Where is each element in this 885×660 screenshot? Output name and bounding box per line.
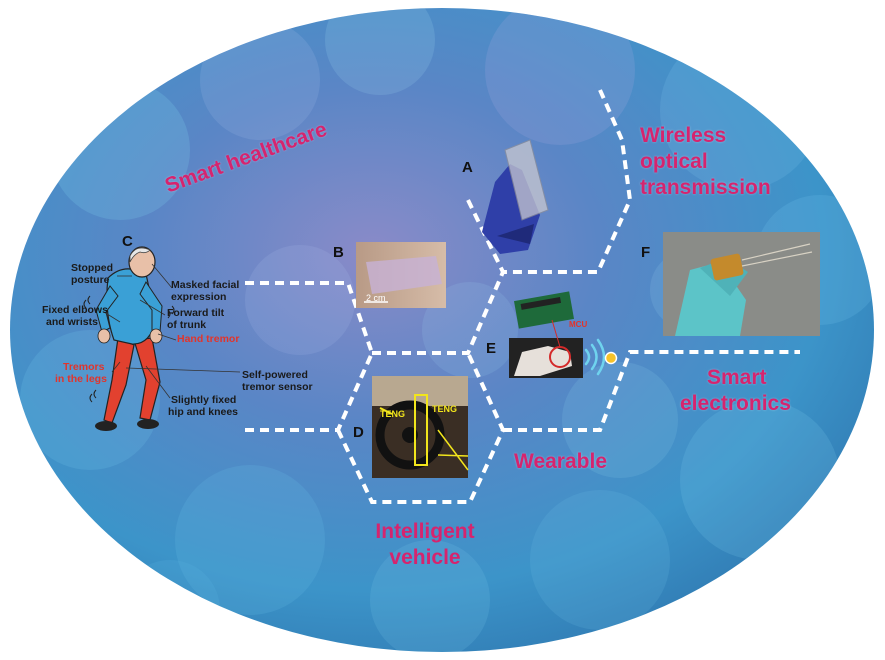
- annotation-forward-tilt-1: Forward tilt: [167, 307, 225, 319]
- annotation-self-powered-2: tremor sensor: [242, 381, 313, 393]
- photo-e-wearable-device: [509, 291, 583, 378]
- panel-label-d: D: [353, 424, 364, 441]
- annotation-slightly-fixed-1: Slightly fixed: [171, 394, 237, 406]
- annotation-stopped-posture-2: posture: [71, 274, 110, 286]
- category-intelligent-line1: Intelligent: [375, 520, 475, 543]
- dashed-separators: [245, 89, 800, 504]
- parkinson-patient-illustration: [83, 246, 241, 431]
- annotation-fixed-elbows-1: Fixed elbows: [42, 304, 108, 316]
- status-dot-icon: [604, 351, 618, 365]
- category-intelligent-line2: vehicle: [389, 546, 461, 569]
- category-wireless-line1: Wireless: [640, 124, 727, 147]
- photo-f-device-photo: [663, 232, 820, 336]
- teng-label-right: TENG: [432, 404, 458, 414]
- category-wireless-line2: optical: [640, 150, 708, 173]
- annotation-stopped-posture-1: Stopped: [71, 262, 113, 274]
- photo-a-gloved-hand-film: [482, 139, 549, 254]
- category-smart-electronics-line1: Smart: [707, 366, 767, 389]
- teng-label-left: TENG: [380, 409, 406, 419]
- category-wearable: Wearable: [514, 450, 607, 473]
- category-wireless-line3: transmission: [640, 176, 771, 199]
- mcu-label: MCU: [569, 320, 588, 329]
- panel-label-f: F: [641, 244, 651, 261]
- photo-d-steering-wheel: [372, 376, 469, 478]
- annotation-masked-facial-1: Masked facial: [171, 279, 240, 291]
- annotation-masked-facial-2: expression: [171, 291, 227, 303]
- photo-b-skin-patch-photo: [356, 242, 446, 308]
- annotation-tremors-legs-2: in the legs: [55, 373, 107, 385]
- panel-label-b: B: [333, 244, 344, 261]
- panel-label-a: A: [462, 159, 473, 176]
- separator-vehicle-bottom: [336, 352, 506, 504]
- wireless-signal-icon: [584, 338, 606, 376]
- panel-label-e: E: [486, 340, 497, 357]
- separator-healthcare-top: [245, 281, 374, 354]
- separator-wireless: [466, 89, 633, 274]
- annotation-slightly-fixed-2: hip and knees: [168, 406, 239, 418]
- annotation-hand-tremor: Hand tremor: [177, 333, 240, 345]
- separator-center-hex: [372, 271, 505, 355]
- separator-electronics: [503, 350, 800, 432]
- annotation-tremors-legs-1: Tremors: [63, 361, 105, 373]
- panel-label-c: C: [122, 233, 133, 250]
- annotation-forward-tilt-2: of trunk: [167, 319, 207, 331]
- scale-bar-label: 2 cm: [366, 293, 386, 303]
- annotation-fixed-elbows-2: and wrists: [46, 316, 98, 328]
- annotation-self-powered-1: Self-powered: [242, 369, 308, 381]
- category-smart-electronics-line2: electronics: [680, 392, 791, 415]
